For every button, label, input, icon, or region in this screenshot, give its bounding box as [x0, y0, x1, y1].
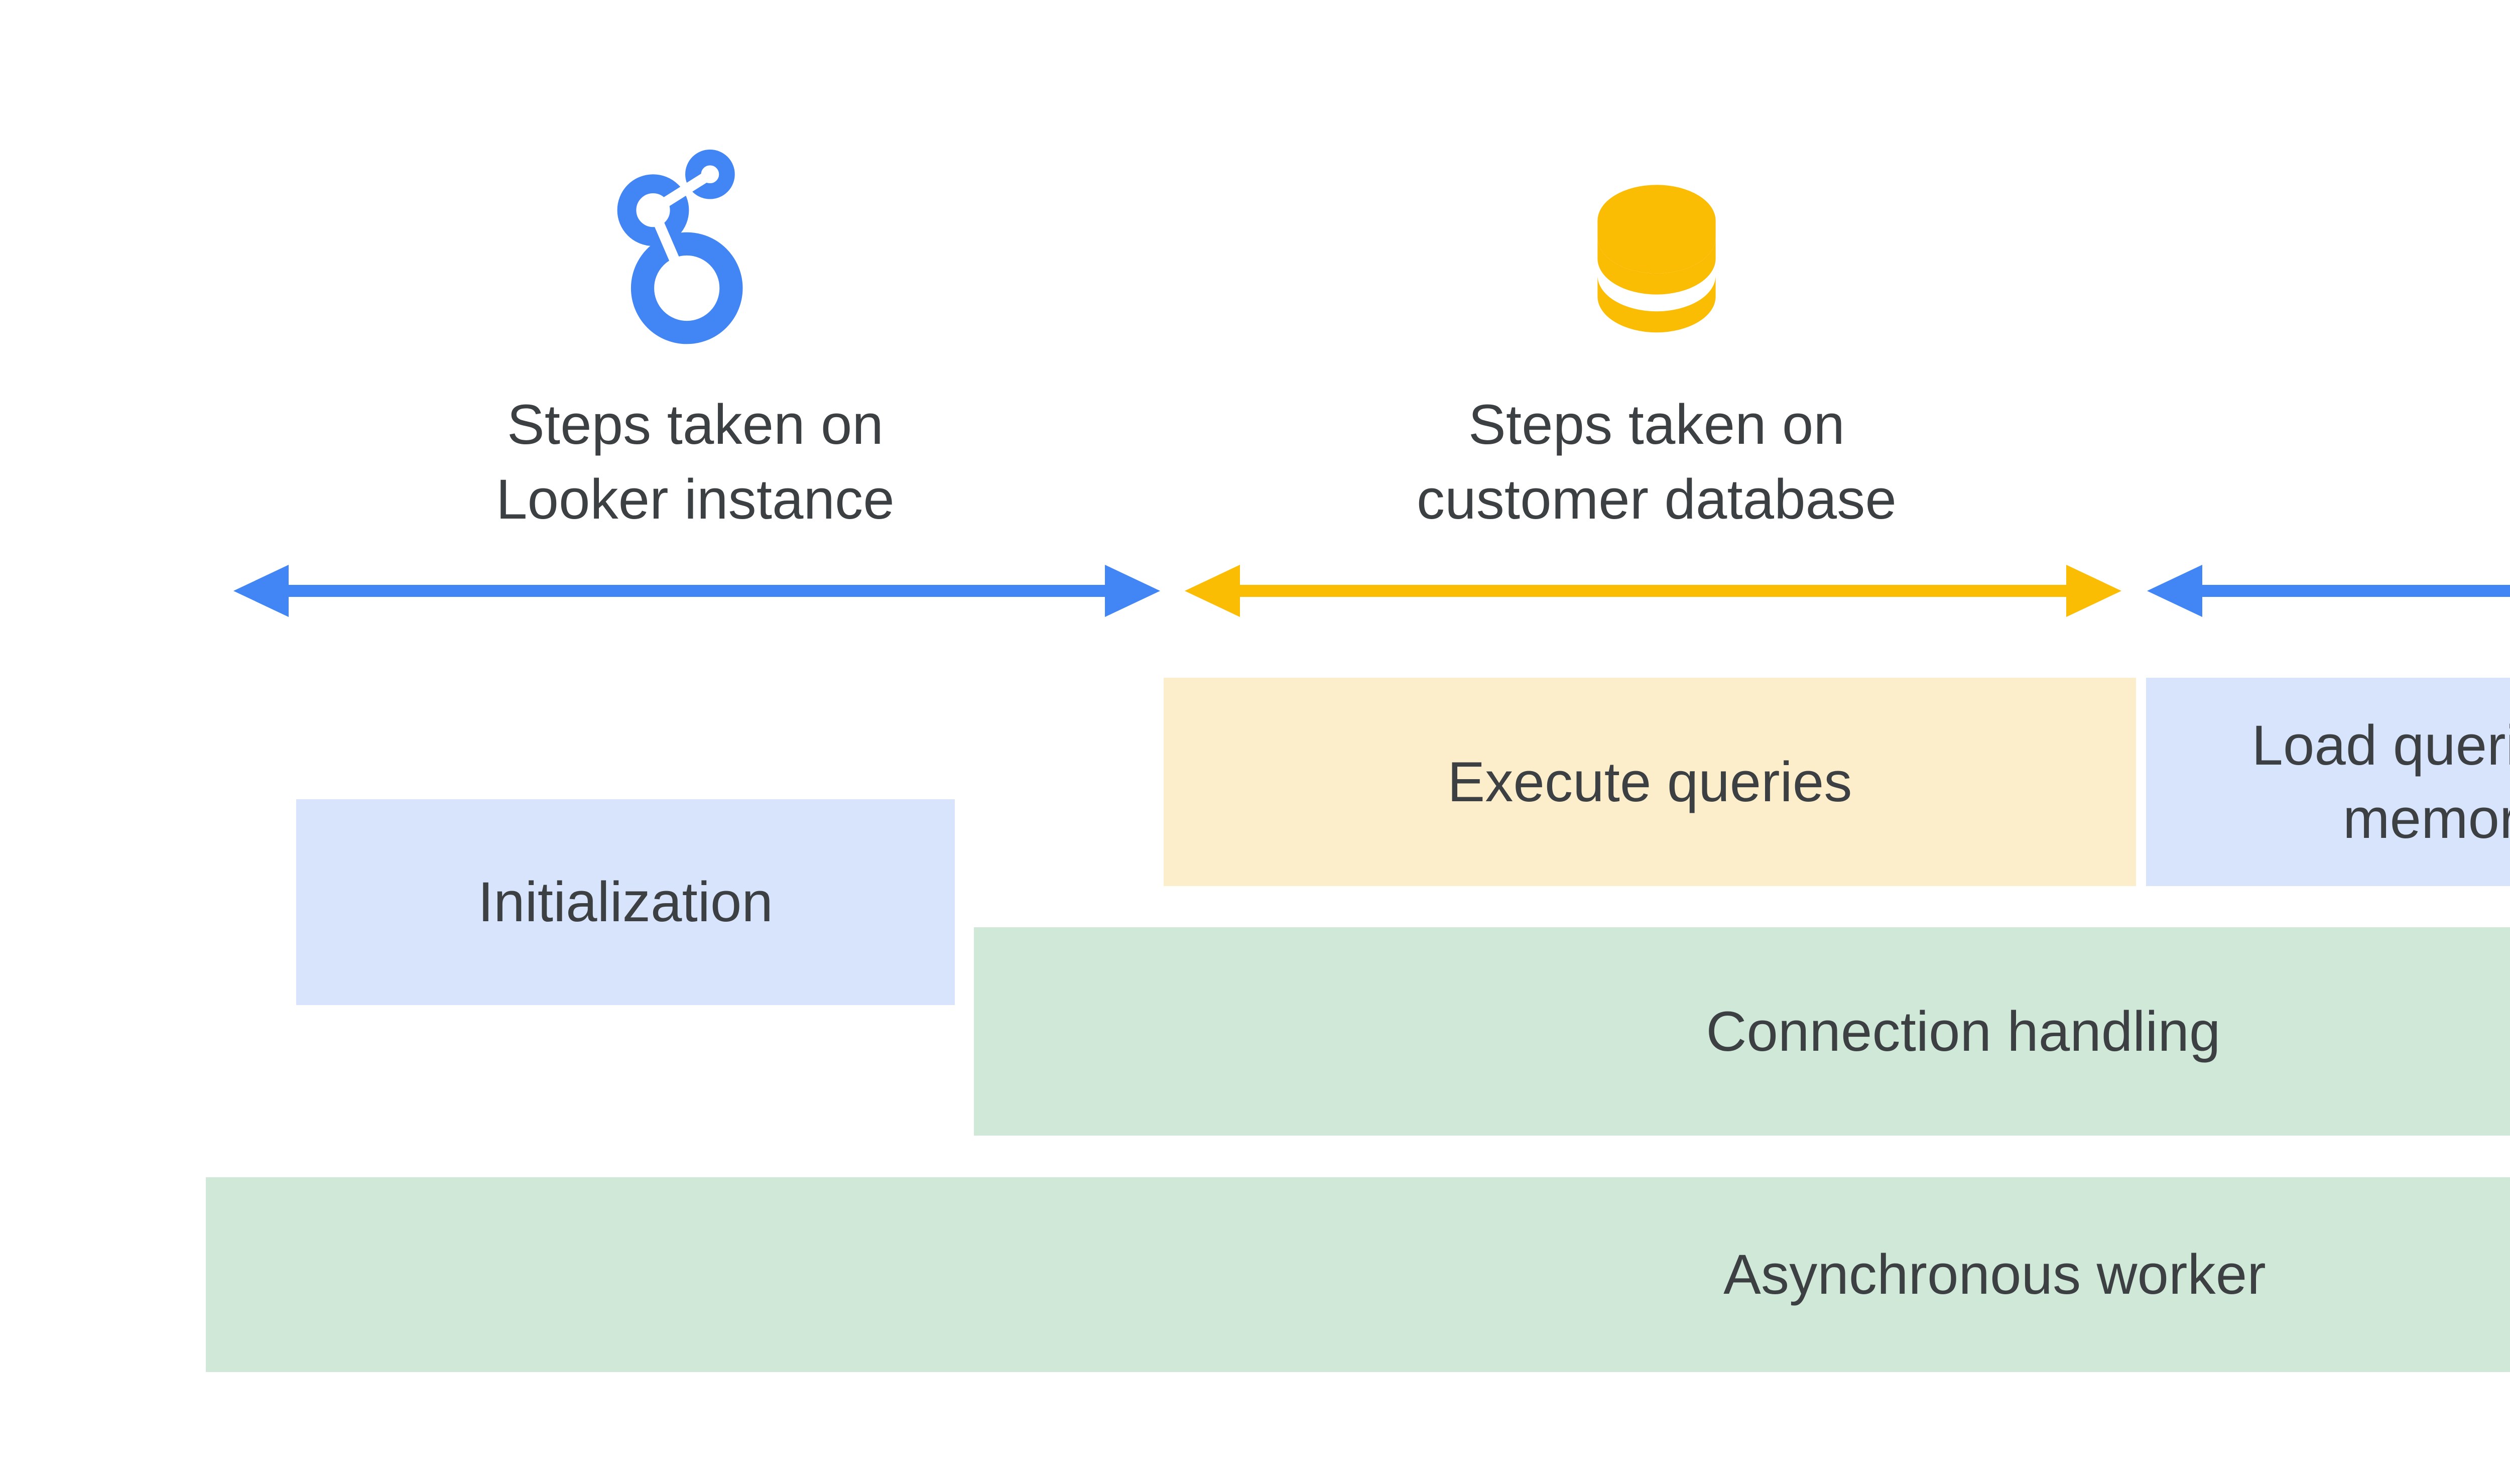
- phase-box-asynchronous-worker: Asynchronous worker: [206, 1177, 2510, 1372]
- legend-group-looker-left: Steps taken on Looker instance: [344, 141, 1047, 537]
- phase-box-label: Load queries in memory: [2251, 713, 2510, 850]
- span-arrow-looker-right: [2147, 561, 2510, 621]
- looker-logo-icon: [590, 141, 801, 351]
- span-arrow-looker-left: [233, 561, 1160, 621]
- database-cylinder-icon: [1551, 141, 1762, 351]
- legend-group-database: Steps taken on customer database: [1305, 141, 2008, 537]
- phase-box-label: Initialization: [477, 871, 773, 934]
- phase-box-connection-handling: Connection handling: [974, 927, 2510, 1136]
- phase-box-execute-queries: Execute queries: [1164, 678, 2136, 886]
- phase-box-initialization: Initialization: [296, 799, 955, 1005]
- phase-box-label: Asynchronous worker: [1723, 1243, 2266, 1306]
- legend-caption: Steps taken on customer database: [1417, 393, 1897, 531]
- legend-caption: Steps taken on Looker instance: [496, 393, 895, 531]
- phase-box-label: Connection handling: [1706, 1000, 2221, 1063]
- phase-box-label: Execute queries: [1447, 750, 1852, 813]
- span-arrow-database: [1185, 561, 2121, 621]
- phase-box-load-queries-in-memory: Load queries in memory: [2146, 678, 2510, 886]
